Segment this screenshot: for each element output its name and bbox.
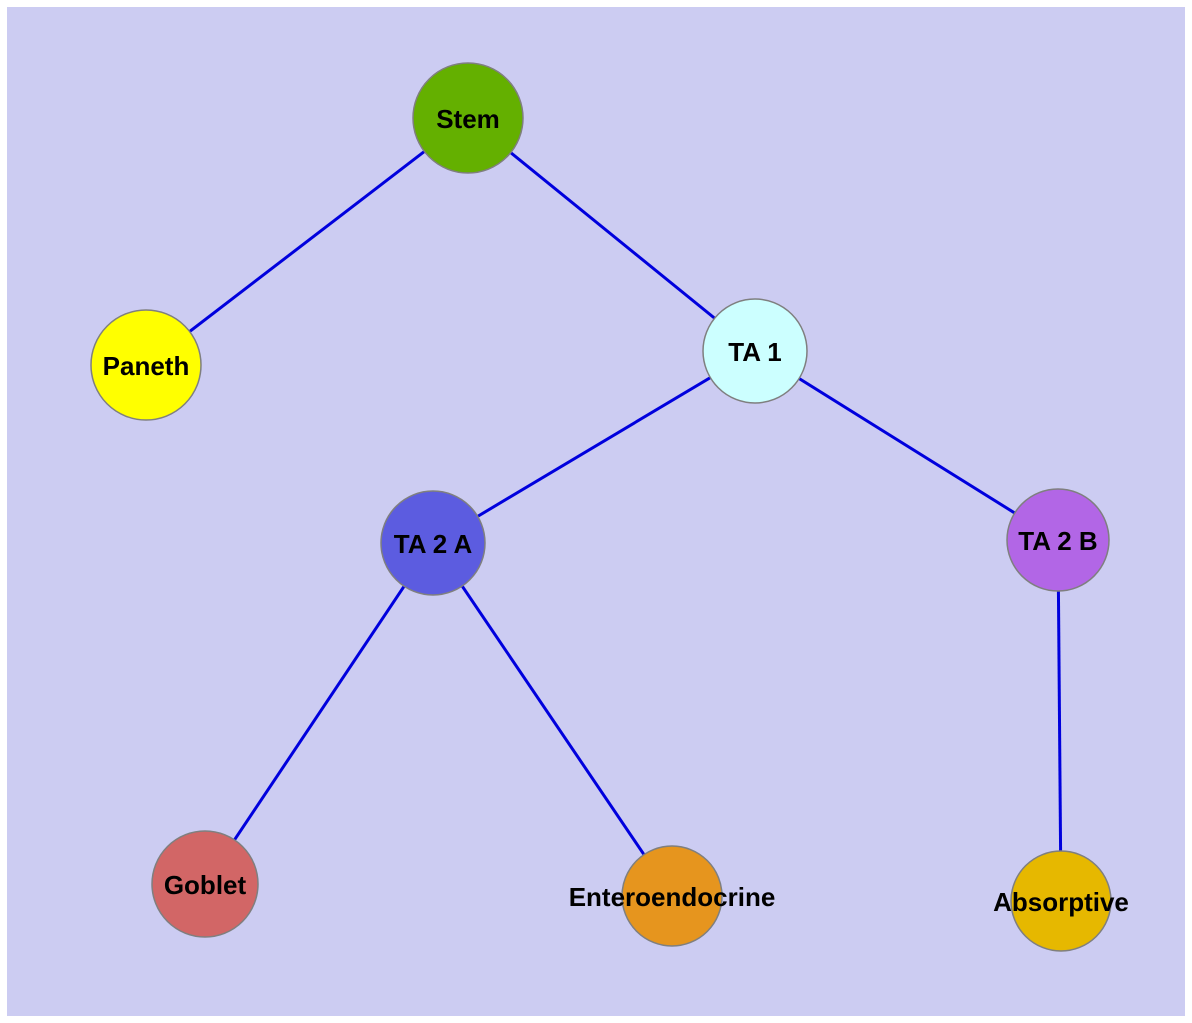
- node-circle-enteroendocrine[interactable]: [621, 845, 723, 947]
- node-circle-goblet[interactable]: [151, 830, 259, 938]
- node-circle-absorptive[interactable]: [1010, 850, 1112, 952]
- edge-stem-to-ta-1: [467, 116, 756, 353]
- node-circle-ta-2-b[interactable]: [1006, 488, 1110, 592]
- node-circle-ta-2-a[interactable]: [380, 490, 486, 596]
- node-circle-stem[interactable]: [412, 62, 524, 174]
- node-circle-ta-1[interactable]: [702, 298, 808, 404]
- node-ta-2-a[interactable]: TA 2 A: [380, 490, 486, 596]
- edge-ta-2-b-to-absorptive: [1056, 539, 1063, 902]
- edge-ta-1-to-ta-2-b: [754, 349, 1059, 542]
- edge-ta-2-a-to-goblet: [203, 542, 435, 885]
- node-ta-1[interactable]: TA 1: [702, 298, 808, 404]
- node-stem[interactable]: Stem: [412, 62, 524, 174]
- node-paneth[interactable]: Paneth: [90, 309, 202, 421]
- edge-ta-1-to-ta-2-a: [432, 349, 756, 545]
- node-ta-2-b[interactable]: TA 2 B: [1006, 488, 1110, 592]
- node-goblet[interactable]: Goblet: [151, 830, 259, 938]
- edge-ta-2-a-to-enteroendocrine: [431, 542, 674, 897]
- edge-stem-to-paneth: [145, 116, 469, 367]
- node-circle-paneth[interactable]: [90, 309, 202, 421]
